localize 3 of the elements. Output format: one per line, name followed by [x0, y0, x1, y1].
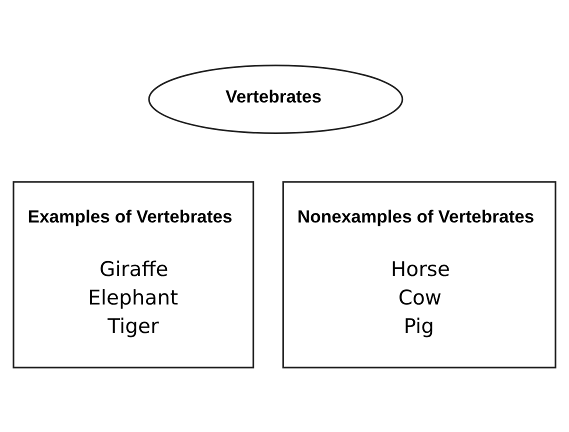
- node-ellipse: Vertebrates: [148, 64, 404, 134]
- node-box: Examples of Vertebrates Giraffe Elephant Tiger: [12, 180, 254, 368]
- node-box: Nonexamples of Vertebrates Horse Cow Pig: [282, 180, 556, 368]
